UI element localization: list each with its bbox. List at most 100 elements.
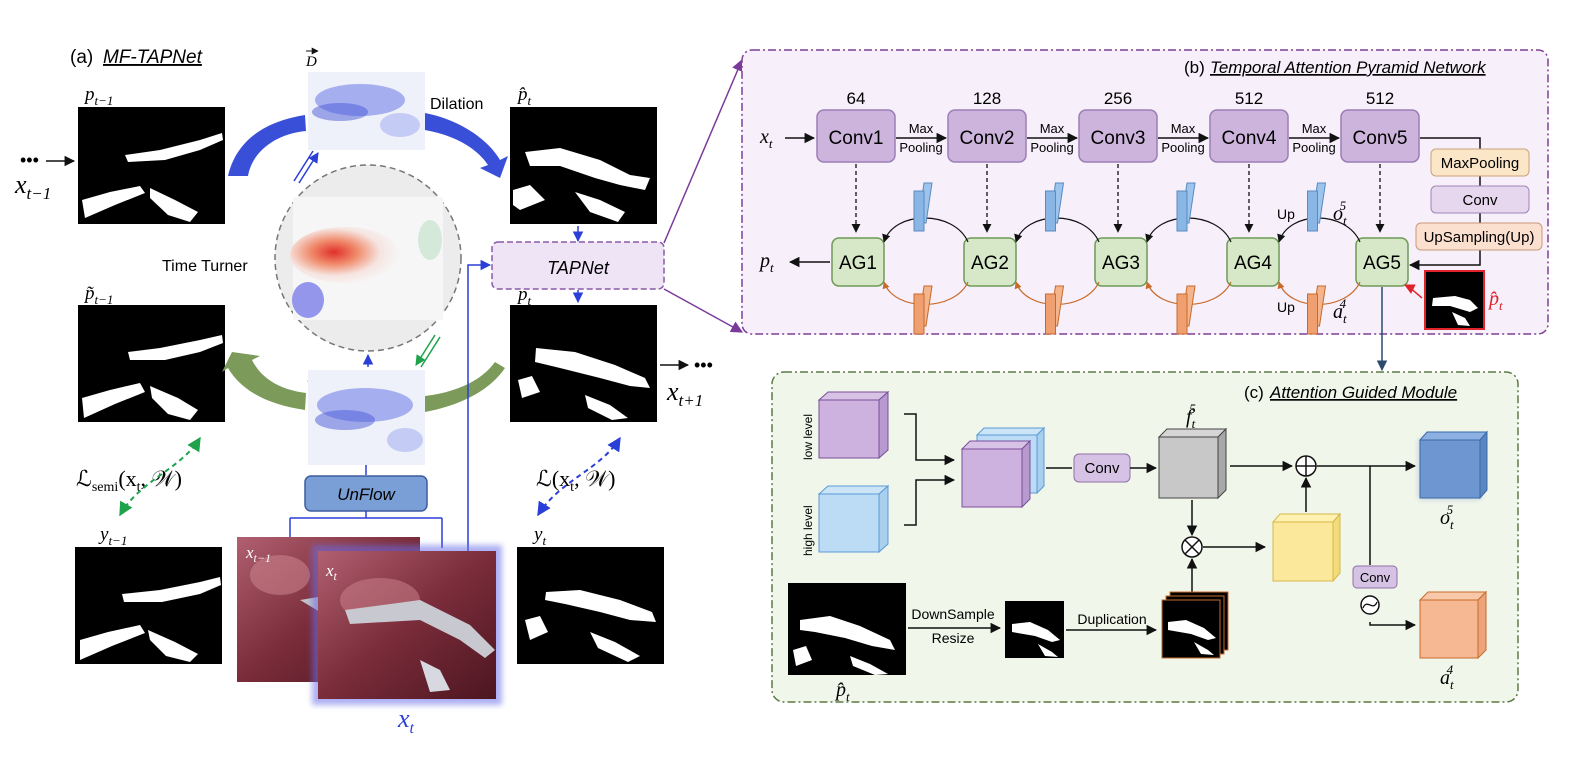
img-t-label: xt bbox=[325, 561, 338, 583]
img-prev-label: xt−1 bbox=[245, 543, 271, 565]
conv-block-label: Conv1 bbox=[829, 128, 884, 149]
conv-channels: 64 bbox=[847, 89, 866, 108]
a-feature-slab-face bbox=[1045, 293, 1056, 335]
connector-tapnet-top bbox=[663, 58, 744, 244]
a-label-c: at4 bbox=[1440, 662, 1454, 692]
o-label-c: ot5 bbox=[1440, 502, 1454, 532]
unflow-label: UnFlow bbox=[337, 485, 396, 504]
arrow-d-up bbox=[298, 152, 319, 184]
ag-block-4 bbox=[1226, 237, 1280, 287]
mask-y-t bbox=[517, 547, 664, 664]
up-label-bottom: Up bbox=[1277, 299, 1295, 315]
o-feature-slab-face bbox=[1176, 190, 1188, 232]
duplication-label: Duplication bbox=[1077, 611, 1146, 627]
loss-label: ℒ(xt, 𝒲) bbox=[536, 466, 615, 495]
pool-label-bottom: Pooling bbox=[1161, 140, 1204, 155]
conv-channels: 512 bbox=[1235, 89, 1263, 108]
arrow-high-to-concat bbox=[904, 474, 956, 526]
panel-b-prefix: (b) bbox=[1184, 58, 1205, 77]
loss-semi-arrow bbox=[119, 436, 201, 517]
mask-p-t bbox=[510, 305, 657, 422]
conv-block-1 bbox=[816, 109, 896, 163]
f-label: ft5 bbox=[1186, 401, 1196, 431]
blue-arc-left bbox=[228, 115, 306, 176]
x-prev-label: xt−1 bbox=[14, 170, 51, 203]
ag-block-label: AG1 bbox=[839, 253, 877, 274]
green-arc-left bbox=[222, 352, 306, 410]
high-level-cube bbox=[817, 484, 890, 554]
panel-c-prefix: (c) bbox=[1244, 383, 1264, 402]
time-turner-label: Time Turner bbox=[162, 258, 248, 275]
side-maxpool-label: MaxPooling bbox=[1441, 155, 1519, 172]
conv-small-label: Conv bbox=[1360, 570, 1391, 585]
p-hat-mini-shape-2 bbox=[1452, 312, 1470, 326]
o-feature-slab-face bbox=[1307, 190, 1318, 232]
dots-left: ••• bbox=[20, 150, 39, 170]
conv-label-c: Conv bbox=[1084, 460, 1120, 477]
output-pt: pt bbox=[758, 250, 774, 275]
conv-block-3 bbox=[1078, 109, 1158, 163]
ag-block-label: AG2 bbox=[971, 253, 1009, 274]
pool-label-top: Max bbox=[909, 121, 934, 136]
p-hat-mini-shape bbox=[1432, 296, 1478, 312]
side-conv-label: Conv bbox=[1462, 192, 1498, 209]
dots-right: ••• bbox=[694, 355, 713, 375]
conv-block-4 bbox=[1209, 109, 1289, 163]
a-feature-slab-face bbox=[1307, 293, 1318, 335]
conv-block-label: Conv5 bbox=[1353, 128, 1408, 149]
flow-field-neg-d bbox=[308, 370, 425, 465]
ag-block-5 bbox=[1355, 237, 1409, 287]
x-t-bottom-label: xt bbox=[397, 704, 415, 737]
high-level-label: high level bbox=[801, 505, 815, 556]
low-level-label: low level bbox=[801, 414, 815, 460]
panel-a-title: MF-TAPNet bbox=[103, 47, 203, 68]
conv-channels: 128 bbox=[973, 89, 1001, 108]
panel-c: (c) Attention Guided Module low level hi… bbox=[771, 371, 1519, 704]
duplicated-mask-stack bbox=[1161, 591, 1229, 659]
unflow-branches bbox=[289, 511, 443, 548]
a-feature-slab-face bbox=[913, 293, 925, 335]
panel-c-title: Attention Guided Module bbox=[1269, 383, 1457, 402]
ag-block-label: AG5 bbox=[1363, 253, 1401, 274]
p-prev-label: pt−1 bbox=[83, 84, 113, 108]
small-mask-c bbox=[1005, 601, 1064, 658]
sigmoid-curve bbox=[1362, 601, 1378, 609]
dilation-label: Dilation bbox=[430, 96, 483, 113]
x-next-label: xt+1 bbox=[666, 377, 703, 410]
conv-block-label: Conv4 bbox=[1222, 128, 1277, 149]
side-upsampling-label: UpSampling(Up) bbox=[1424, 229, 1535, 246]
pool-label-top: Max bbox=[1171, 121, 1196, 136]
surgical-image-t bbox=[318, 551, 496, 699]
ag-block-3 bbox=[1094, 237, 1148, 287]
p-t-label: pt bbox=[516, 284, 532, 308]
ag-block-1 bbox=[831, 237, 885, 287]
concat-cube-front bbox=[960, 439, 1032, 509]
y-t-label: yt bbox=[532, 524, 546, 548]
arrow-low-to-concat bbox=[904, 413, 956, 466]
arrow-p-hat-to-ag5 bbox=[1404, 284, 1423, 299]
downsample-label: DownSample bbox=[911, 606, 994, 622]
pool-label-top: Max bbox=[1040, 121, 1065, 136]
pool-label-bottom: Pooling bbox=[1292, 140, 1335, 155]
time-turner-flow-image bbox=[290, 197, 443, 320]
ag-block-2 bbox=[963, 237, 1017, 287]
a-label-b: at4 bbox=[1333, 296, 1347, 326]
y-prev-label: yt−1 bbox=[98, 524, 127, 548]
tapnet-label: TAPNet bbox=[547, 258, 610, 278]
panel-c-frame bbox=[771, 371, 1519, 703]
side-upsampling-box bbox=[1415, 222, 1543, 251]
panel-b-title: Temporal Attention Pyramid Network bbox=[1210, 58, 1487, 77]
ag-block-label: AG4 bbox=[1234, 253, 1272, 274]
p-hat-mask-c bbox=[788, 583, 906, 675]
p-tilde-label: p̃t−1 bbox=[83, 283, 113, 307]
o-cube-c bbox=[1418, 430, 1489, 500]
panel-b: (b) Temporal Attention Pyramid Network x… bbox=[741, 49, 1549, 372]
mask-p-hat bbox=[510, 107, 657, 224]
mask-p-tilde bbox=[78, 305, 225, 422]
conv-channels: 256 bbox=[1104, 89, 1132, 108]
conv-small-box bbox=[1352, 565, 1398, 589]
conv-block-2 bbox=[947, 109, 1027, 163]
p-hat-label-c: p̂t bbox=[834, 679, 850, 704]
